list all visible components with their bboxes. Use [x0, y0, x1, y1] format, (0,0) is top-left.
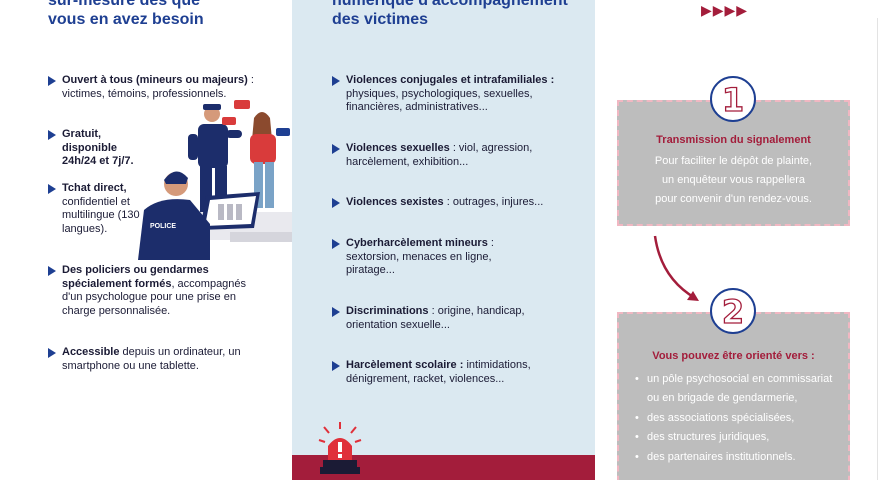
list-item: Cyberharcèlement mineurs : sextorsion, m… — [332, 237, 526, 278]
list-item: Des policiers ou gendarmes spécialement … — [48, 264, 262, 318]
triangle-bullet-icon — [48, 76, 56, 86]
triangle-bullet-icon — [332, 144, 340, 154]
step2-card: Vous pouvez être orienté vers : •un pôle… — [617, 312, 850, 480]
step1-text: Pour faciliter le dépôt de plainte, un e… — [654, 155, 813, 205]
page-edge-line — [877, 18, 878, 480]
list-item: Harcèlement scolaire : intimidations, dé… — [332, 359, 566, 386]
list-item: Accessible depuis un ordinateur, un smar… — [48, 346, 247, 373]
triangle-bullet-icon — [332, 198, 340, 208]
police-officers-illustration: POLICE — [138, 100, 320, 260]
triangle-bullet-icon — [332, 361, 340, 371]
orientation-list: •un pôle psychosocial en commissariat ou… — [635, 370, 837, 467]
middle-column: numérique d'accompagnement des victimes … — [292, 0, 595, 480]
step1-title: Transmission du signalement — [656, 134, 811, 146]
triangle-bullet-icon — [48, 130, 56, 140]
police-label: POLICE — [150, 223, 176, 230]
triangle-bullet-icon — [48, 266, 56, 276]
curved-arrow-icon — [653, 235, 699, 301]
triangle-bullet-icon — [332, 76, 340, 86]
left-column: sur-mesure dès que vous en avez besoin O… — [0, 0, 320, 480]
list-item: Violences sexistes : outrages, injures..… — [332, 196, 586, 210]
list-item: •des associations spécialisées, — [635, 411, 795, 424]
step2-title: Vous pouvez être orienté vers : — [652, 350, 815, 362]
triangle-bullet-icon — [48, 184, 56, 194]
right-column: ▶▶▶▶ Transmission du signalement Pour fa… — [595, 0, 880, 480]
middle-heading: numérique d'accompagnement des victimes — [332, 0, 568, 28]
list-item: Tchat direct, confidentiel et multilingu… — [48, 182, 142, 236]
siren-icon — [318, 422, 362, 474]
list-item: •des partenaires institutionnels. — [635, 450, 796, 463]
triangle-bullet-icon — [332, 239, 340, 249]
step2-number-badge: 2 — [710, 288, 756, 334]
list-item: Gratuit, disponible 24h/24 et 7j/7. — [48, 128, 152, 169]
list-item: Ouvert à tous (mineurs ou majeurs) : vic… — [48, 74, 290, 101]
left-heading: sur-mesure dès que vous en avez besoin — [48, 0, 204, 28]
list-item: •des structures juridiques, — [635, 431, 770, 444]
list-item: Violences sexuelles : viol, agression, h… — [332, 142, 546, 169]
list-item: Violences conjugales et intrafamiliales … — [332, 74, 576, 115]
triangle-bullet-icon — [332, 307, 340, 317]
triangle-bullet-icon — [48, 348, 56, 358]
list-item: Discriminations : origine, handicap, ori… — [332, 305, 546, 332]
list-item: •un pôle psychosocial en commissariat ou… — [635, 373, 833, 405]
arrows-icon: ▶▶▶▶ — [701, 2, 749, 18]
step1-number-badge: 1 — [710, 76, 756, 122]
